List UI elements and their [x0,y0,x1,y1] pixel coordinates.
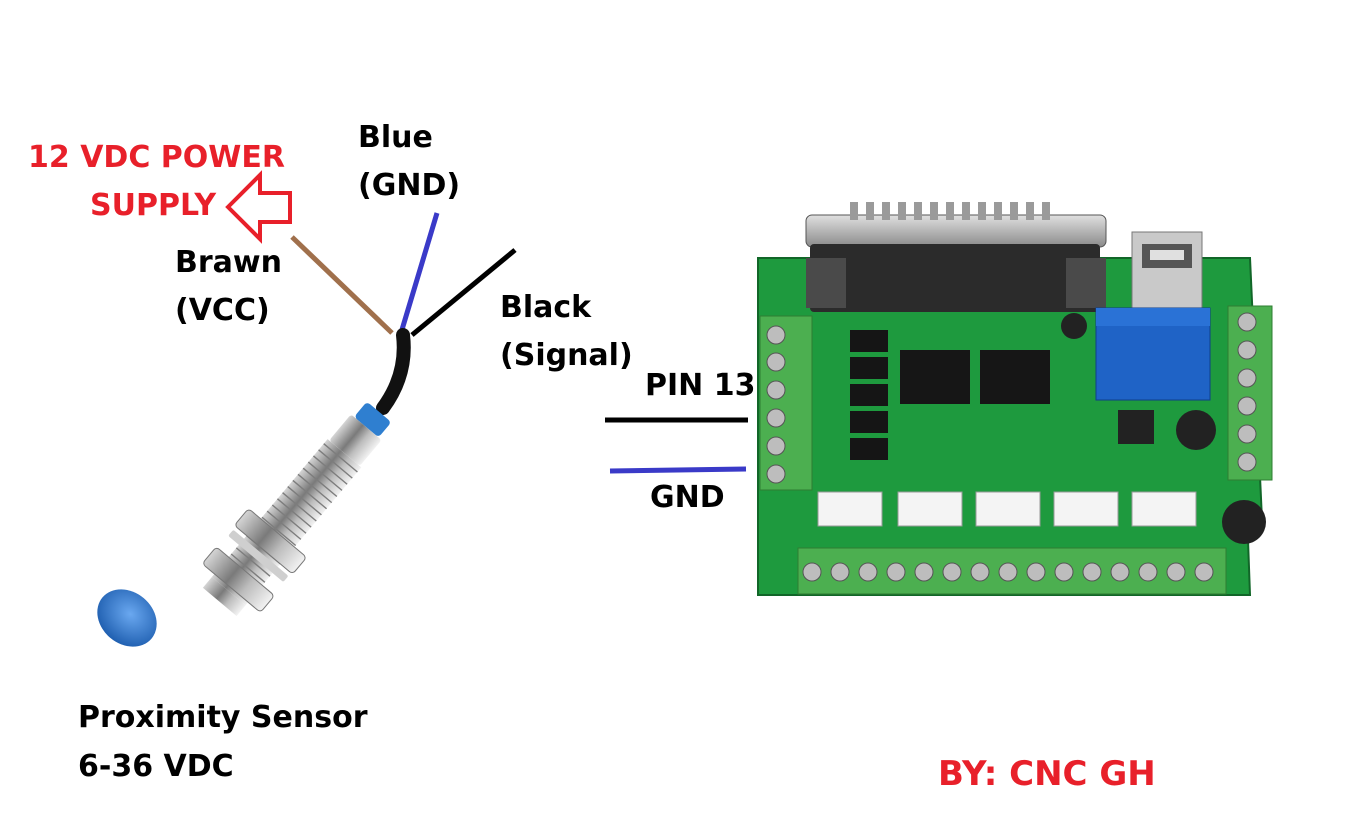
gnd-line [609,466,747,474]
gnd-label: GND [650,480,725,515]
sensor-label-line2: 6-36 VDC [78,749,234,784]
sensor-label-line1: Proximity Sensor [78,700,368,735]
power-supply-label-line1: 12 VDC POWER [28,140,285,175]
power-supply-arrow [225,170,292,244]
optocouplers [850,330,888,460]
brown-wire-label-line2: (VCC) [175,293,270,328]
bottom-terminal-block [797,547,1227,595]
black-wire-label-line1: Black [500,290,592,325]
blue-wire-label-line2: (GND) [358,168,461,203]
breakout-board [757,202,1273,596]
relay [1095,307,1211,401]
driver-ics [900,350,1050,404]
right-terminal-block [1227,305,1273,481]
db25-connector [805,202,1107,312]
blue-wire-label-line1: Blue [358,120,433,155]
sensor-wires [290,212,517,337]
capacitors [1061,313,1266,544]
blue-wire [398,212,440,334]
credit-label: BY: CNC GH [938,754,1156,794]
brown-wire [290,235,394,335]
pin13-label: PIN 13 [645,368,756,403]
black-wire [410,248,517,337]
black-wire-label-line2: (Signal) [500,338,633,373]
proximity-sensor [97,328,411,647]
white-connectors [817,491,1197,527]
left-terminal-block [759,315,813,491]
brown-wire-label-line1: Brawn [175,245,282,280]
power-supply-label-line2: SUPPLY [90,188,217,223]
usb-port [1131,231,1203,309]
output-lines [605,417,748,474]
